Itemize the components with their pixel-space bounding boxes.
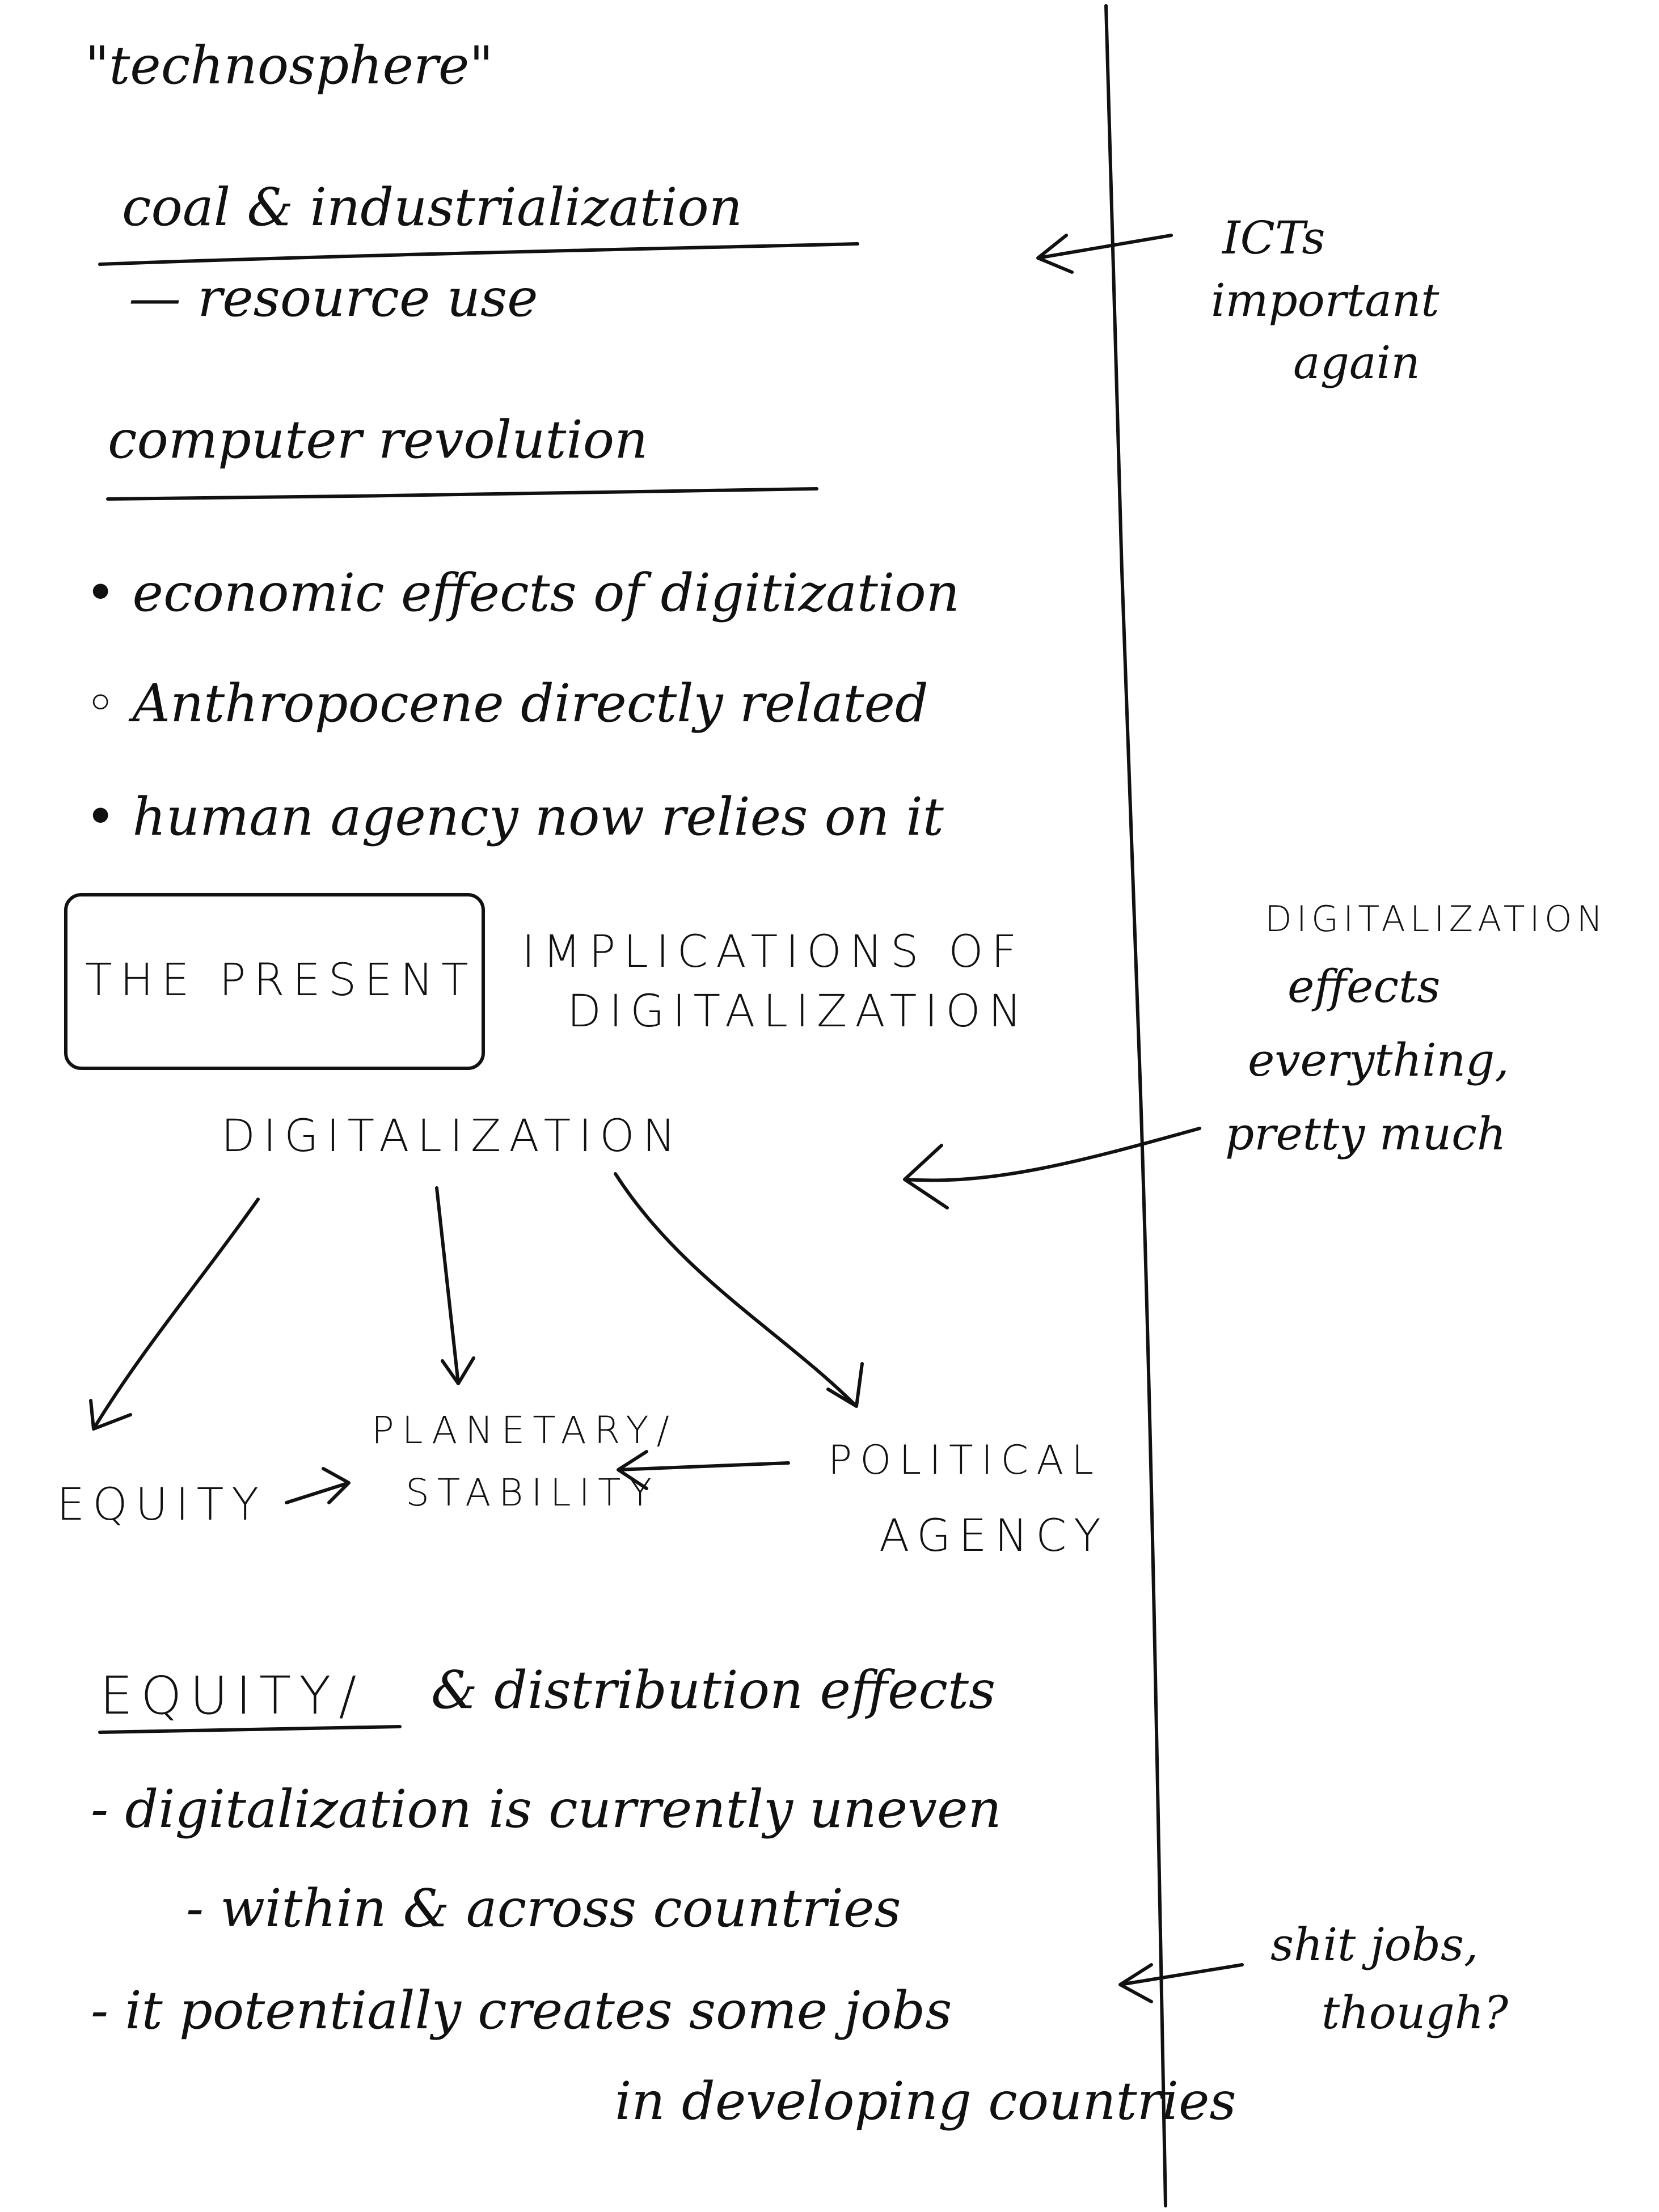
diagram-planetary-line1: PLANETARY/ [372, 1409, 677, 1452]
diagram-planetary-line2: STABILITY [406, 1471, 660, 1515]
diagram-equity: EQUITY [57, 1479, 267, 1530]
margin-icts-line2: important [1211, 274, 1440, 327]
arrow-digitalization-effects [903, 1127, 1201, 1209]
margin-digi-line4: pretty much [1225, 1107, 1506, 1160]
margin-digi-line1: DIGITALIZATION [1265, 898, 1608, 940]
arrow-digi-to-political [614, 1172, 864, 1408]
equity-point: in developing countries [615, 2071, 1236, 2131]
present-box [64, 893, 485, 1070]
diagram-political-line1: POLITICAL [828, 1437, 1102, 1483]
present-box-label: THE PRESENT [85, 955, 476, 1006]
equity-heading: EQUITY/ [100, 1665, 365, 1726]
arrow-shit-jobs [1118, 1963, 1244, 2003]
coal-underline [98, 242, 859, 266]
margin-divider-line [1104, 4, 1167, 2207]
bullet-item: • economic effects of digitization [85, 562, 960, 623]
margin-digi-line2: effects [1287, 960, 1441, 1013]
margin-jobs-line2: though? [1322, 1986, 1508, 2039]
margin-icts-line3: again [1293, 336, 1420, 389]
equity-heading-rest: & distribution effects [431, 1660, 996, 1720]
margin-jobs-line1: shit jobs, [1270, 1918, 1479, 1971]
arrow-political-to-planetary [617, 1450, 790, 1490]
diagram-root: DIGITALIZATION [221, 1111, 684, 1162]
bullet-item: ◦ Anthropocene directly related [85, 673, 928, 734]
equity-point: - it potentially creates some jobs [91, 1980, 952, 2041]
computer-heading: computer revolution [108, 409, 648, 470]
arrow-equity-to-planetary [285, 1467, 351, 1504]
computer-underline [106, 487, 818, 501]
equity-point: - digitalization is currently uneven [91, 1779, 1002, 1839]
equity-point: - within & across countries [186, 1878, 901, 1939]
resource-use-text: — resource use [129, 268, 538, 328]
diagram-political-line2: AGENCY [879, 1511, 1109, 1562]
arrow-digi-to-planetary [435, 1186, 475, 1385]
arrow-icts [1036, 234, 1173, 274]
implications-line2: DIGITALIZATION [567, 986, 1030, 1037]
arrow-digi-to-equity [89, 1198, 260, 1431]
implications-line1: IMPLICATIONS OF [522, 927, 1025, 978]
bullet-item: • human agency now relies on it [85, 786, 944, 847]
technosphere-text: "technosphere" [85, 35, 493, 96]
coal-heading: coal & industrialization [122, 177, 743, 238]
margin-icts-line1: ICTs [1222, 212, 1325, 264]
equity-underline [98, 1725, 402, 1734]
margin-digi-line3: everything, [1248, 1034, 1509, 1086]
